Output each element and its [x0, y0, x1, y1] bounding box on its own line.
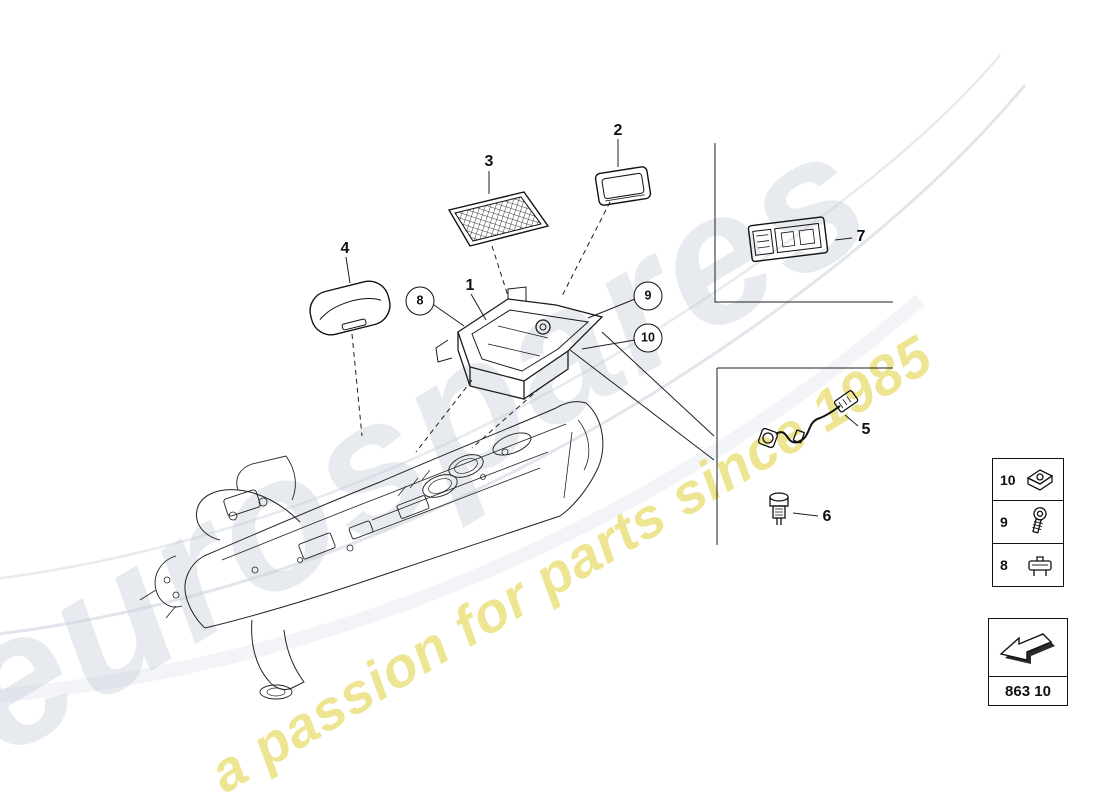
part-code-box: 863 10 [988, 618, 1068, 706]
direction-arrow-icon [989, 619, 1067, 677]
callout-8[interactable]: 8 [405, 286, 435, 316]
part-6-plug [769, 492, 789, 525]
callout-9[interactable]: 9 [633, 281, 663, 311]
fastener-legend: 10 9 [992, 458, 1064, 587]
retainer-clip-icon [1024, 551, 1056, 579]
part-1-stowage-compartment [435, 286, 604, 400]
callout-5[interactable]: 5 [861, 421, 871, 438]
callout-1[interactable]: 1 [465, 277, 475, 294]
assembly-dashed-lines [351, 201, 611, 453]
part-code: 863 10 [1005, 682, 1051, 700]
callout-4[interactable]: 4 [340, 240, 350, 257]
legend-label-9: 9 [1000, 514, 1008, 531]
callout-2[interactable]: 2 [613, 122, 623, 139]
callout-6[interactable]: 6 [822, 508, 832, 525]
legend-label-10: 10 [1000, 472, 1016, 488]
screw-icon [1024, 507, 1056, 537]
legend-label-8: 8 [1000, 556, 1008, 573]
connector-lines [345, 139, 893, 545]
callout-3[interactable]: 3 [484, 153, 494, 170]
part-5-cable [757, 390, 859, 449]
part-3-rubber-mat [447, 191, 550, 247]
part-4-lid [309, 280, 391, 336]
part-7-control-module [747, 216, 829, 263]
callout-10[interactable]: 10 [633, 323, 663, 353]
callout-7[interactable]: 7 [856, 228, 866, 245]
legend-row-8[interactable]: 8 [992, 542, 1064, 587]
clip-nut-icon [1024, 466, 1056, 494]
legend-row-9[interactable]: 9 [992, 500, 1064, 545]
legend-row-10[interactable]: 10 [992, 458, 1064, 502]
part-2-tray-insert [594, 166, 652, 206]
console-assembly [139, 401, 604, 700]
